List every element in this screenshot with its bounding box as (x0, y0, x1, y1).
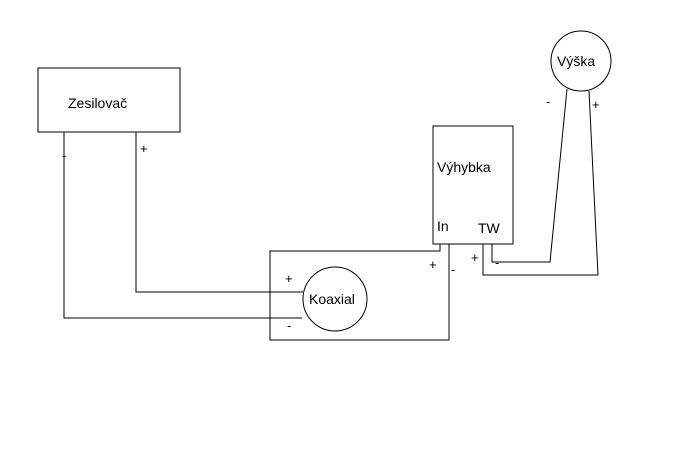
tw-minus-wire (491, 88, 568, 263)
coaxial-speaker-circle (302, 266, 368, 332)
crossover-tw-plus-sign: + (471, 250, 479, 265)
tweeter-plus-sign: + (592, 97, 600, 112)
crossover-box (432, 125, 514, 245)
coaxial-label: Koaxial (309, 291, 355, 307)
amplifier-plus-sign: + (140, 141, 148, 156)
crossover-in-plus-sign: + (429, 257, 437, 272)
coaxial-minus-sign: - (287, 318, 291, 333)
crossover-in-label: In (437, 218, 449, 234)
crossover-tw-label: TW (478, 220, 501, 236)
tweeter-minus-sign: - (546, 94, 550, 109)
tw-plus-wire (482, 90, 599, 276)
crossover-in-minus-sign: - (451, 262, 455, 277)
crossover-label: Výhybka (437, 159, 491, 175)
amp-minus-wire (63, 132, 302, 319)
tweeter-label: Výška (557, 53, 595, 69)
crossover-input-loop-wire (269, 244, 450, 341)
tweeter-circle (550, 30, 612, 92)
amplifier-box (37, 67, 181, 133)
amp-plus-wire (135, 132, 303, 293)
amplifier-label: Zesilovač (68, 95, 127, 111)
coaxial-plus-sign: + (285, 271, 293, 286)
